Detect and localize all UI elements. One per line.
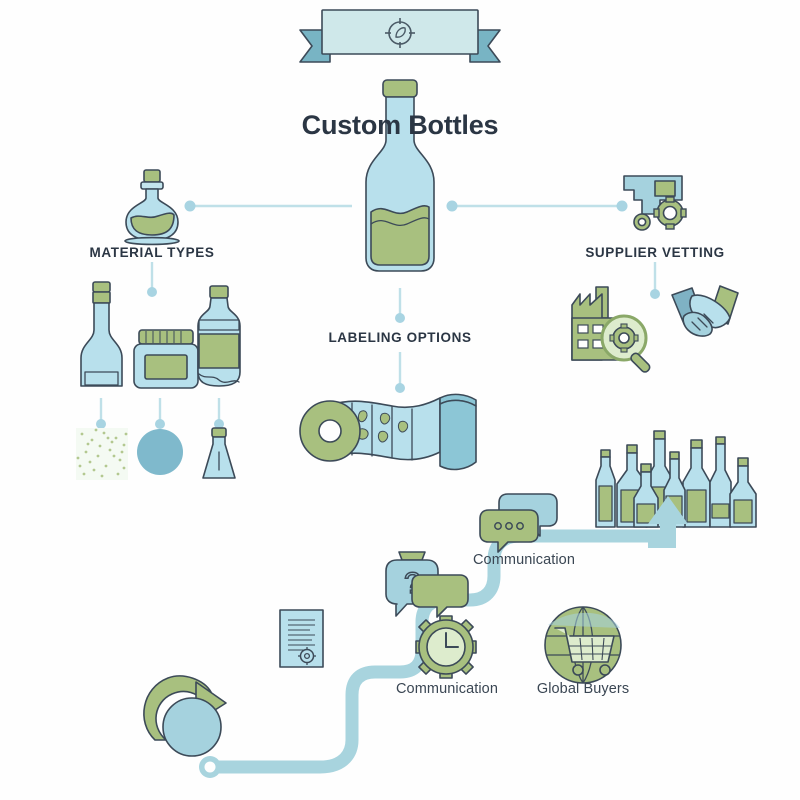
label-communication-top: Communication — [472, 552, 576, 568]
label-supplier-vetting: Supplier Vetting — [585, 245, 725, 260]
flask-bottle-icon — [124, 169, 180, 246]
top-banner — [299, 9, 501, 63]
label-global-buyers: Global Buyers — [536, 681, 630, 697]
plastic-bottle-icon — [197, 285, 241, 387]
label-communication-bottom: Communication — [395, 681, 499, 697]
machine-gears-icon — [623, 175, 687, 231]
globe-cart-icon — [544, 606, 622, 684]
factory-magnifier-gear-icon — [571, 286, 651, 373]
compass-leaf-icon — [385, 18, 415, 48]
speech-bubbles-dots-icon — [479, 493, 558, 553]
custom-bottle-hero — [365, 79, 435, 272]
label-roll-icon — [299, 393, 477, 471]
small-flask-icon — [202, 427, 236, 479]
label-material-types: Material Types — [89, 245, 215, 260]
label-labeling-options: Labeling Options — [328, 330, 472, 345]
certificate-gear-icon — [279, 609, 324, 668]
connector-dots — [96, 200, 660, 429]
glass-bottle-icon — [80, 281, 123, 387]
jar-icon — [133, 329, 199, 389]
blue-disc-icon — [137, 429, 183, 475]
granules-swatch-icon — [76, 428, 128, 480]
gear-clock-icon — [415, 615, 477, 679]
circle-arrow-icon — [143, 675, 227, 757]
page-title: Custom Bottles — [301, 110, 499, 140]
question-speech-bubble-icon: ? — [385, 551, 469, 618]
handshake-icon — [671, 285, 739, 337]
